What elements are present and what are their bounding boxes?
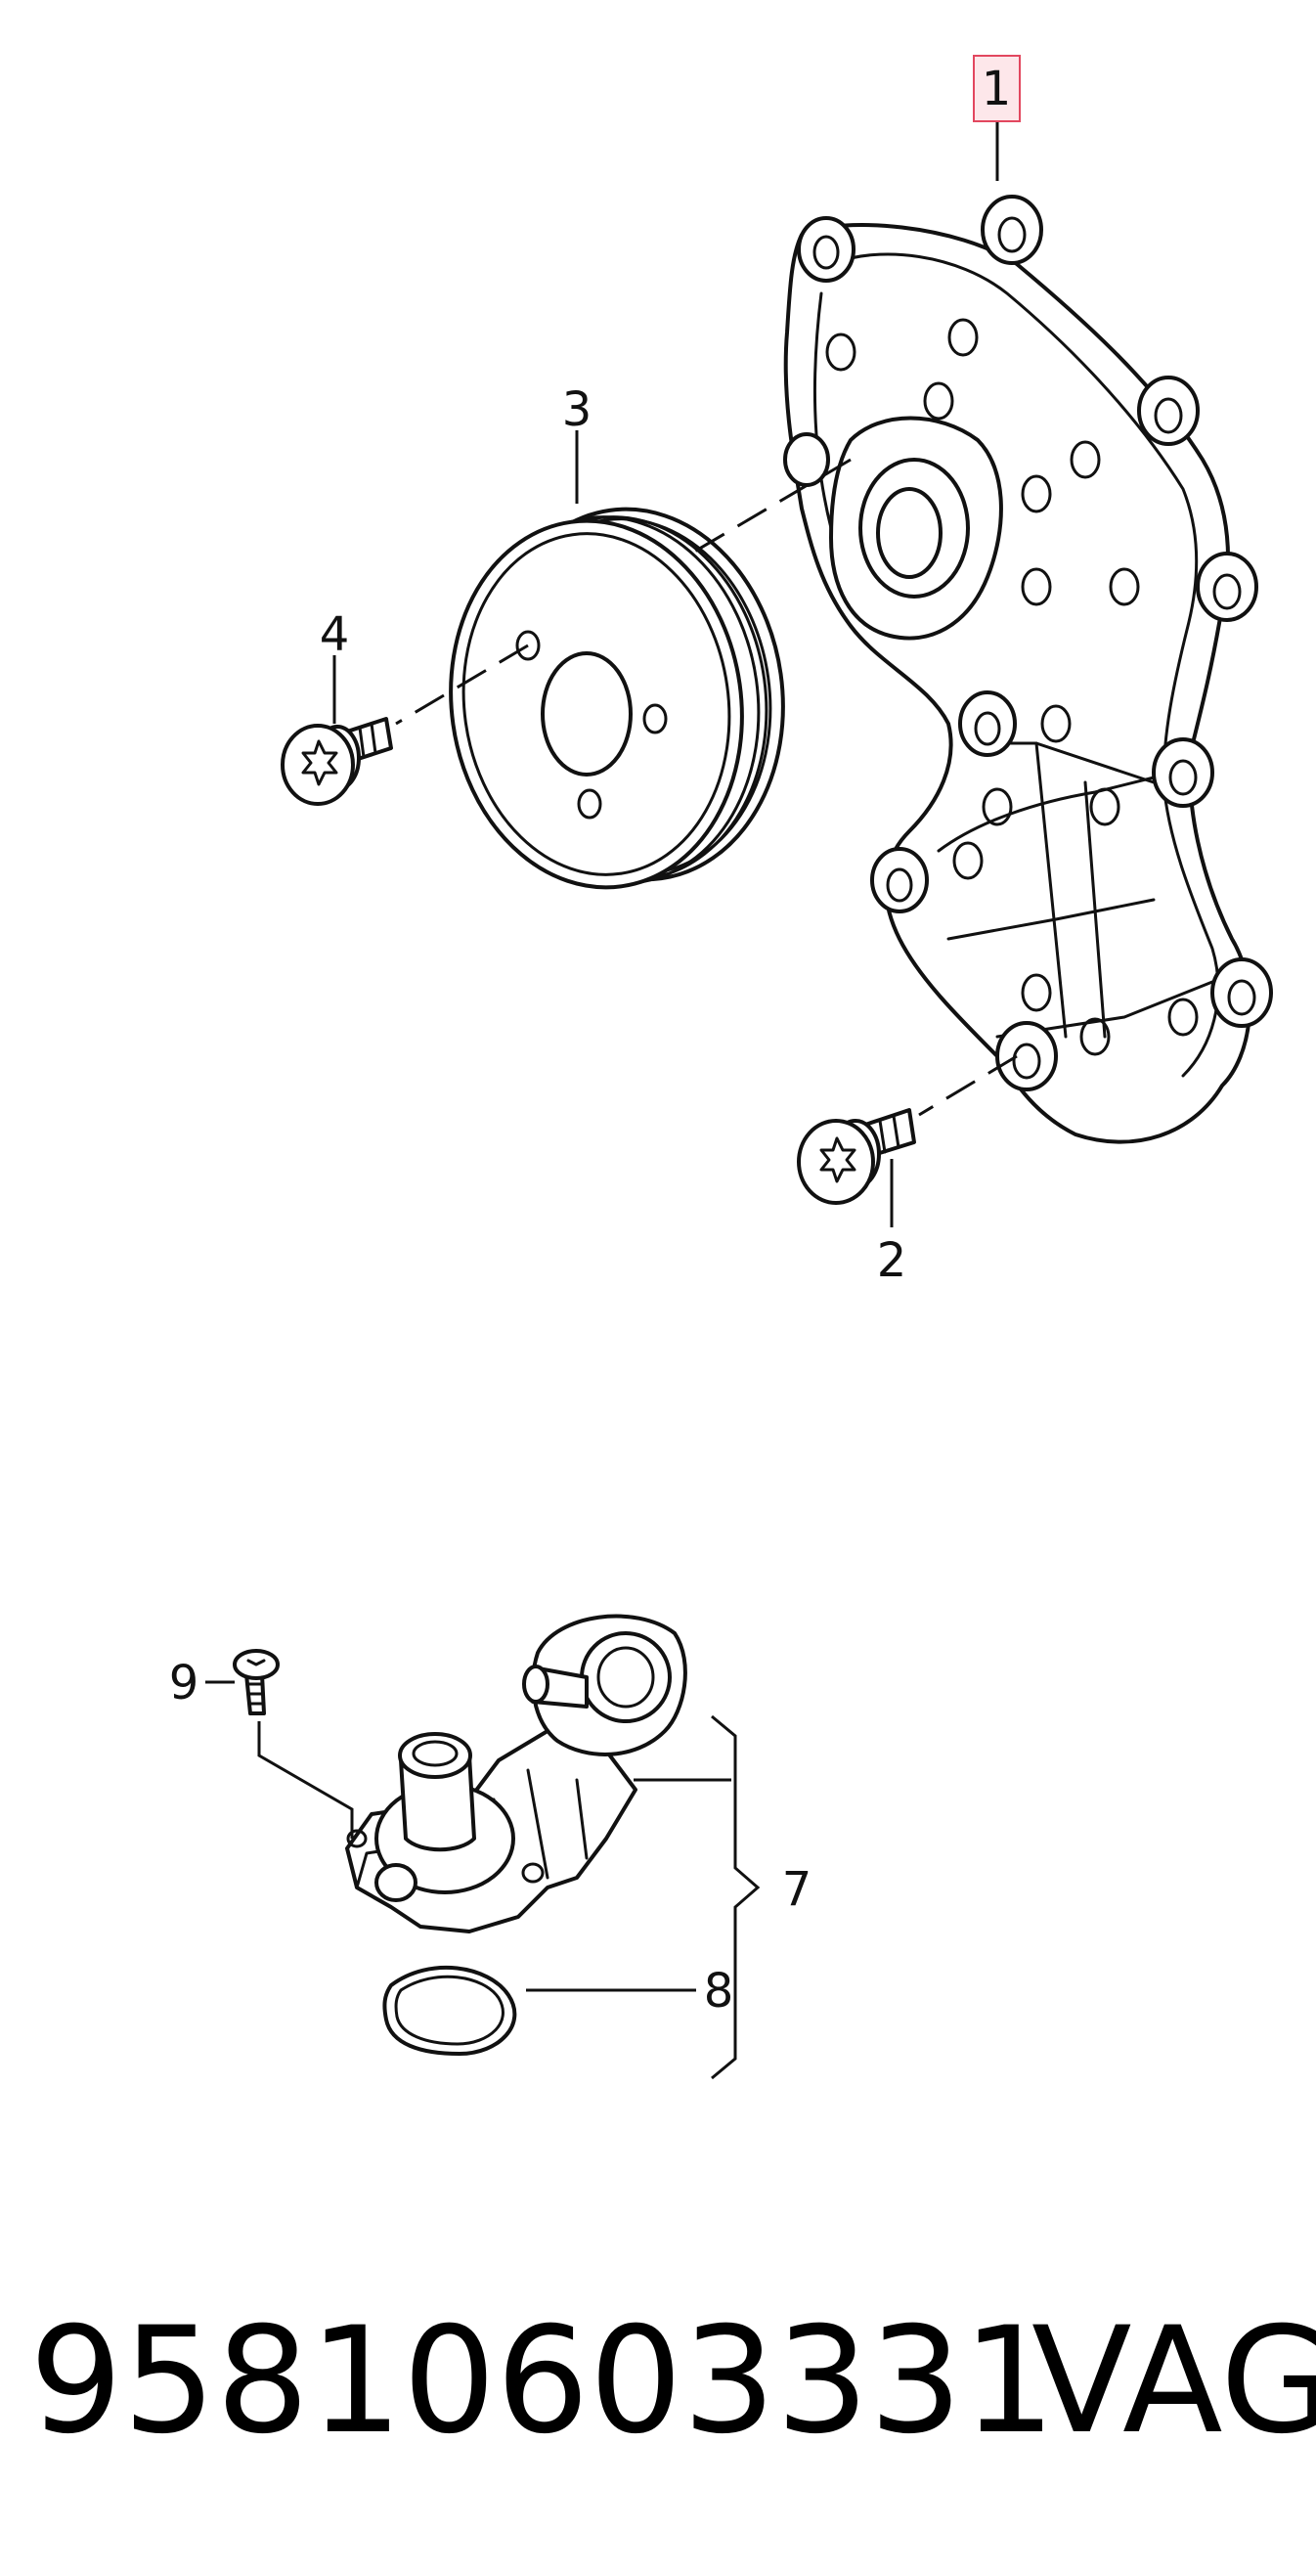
assembly-line-pulley-bolt [395, 644, 529, 726]
pulley-bolt-part[interactable] [281, 717, 393, 806]
callout-3[interactable]: 3 [562, 382, 592, 437]
screw-part[interactable] [233, 1649, 280, 1715]
engine-cover-part[interactable] [783, 195, 1273, 1144]
callout-1-highlight [973, 55, 1021, 122]
callout-8[interactable]: 8 [704, 1964, 734, 2019]
leader-lines [205, 108, 999, 2080]
callout-7[interactable]: 7 [782, 1862, 812, 1917]
brand-name: VAG [1031, 2296, 1316, 2466]
callout-9[interactable]: 9 [169, 1656, 199, 1710]
assembly-line-cover-bolt [918, 1054, 1018, 1117]
callout-2[interactable]: 2 [877, 1233, 907, 1288]
callout-1[interactable]: 1 [982, 62, 1012, 116]
coolant-housing-part[interactable] [345, 1614, 687, 1933]
pulley-part[interactable] [427, 490, 807, 907]
cover-bolt-part[interactable] [797, 1108, 916, 1205]
part-number-footer: 95810603331 VAG [29, 2296, 1316, 2466]
part-number: 95810603331 [29, 2296, 1056, 2466]
gasket-part[interactable] [382, 1965, 517, 2056]
assembly-line-pulley [683, 458, 852, 559]
callout-4[interactable]: 4 [320, 607, 350, 662]
